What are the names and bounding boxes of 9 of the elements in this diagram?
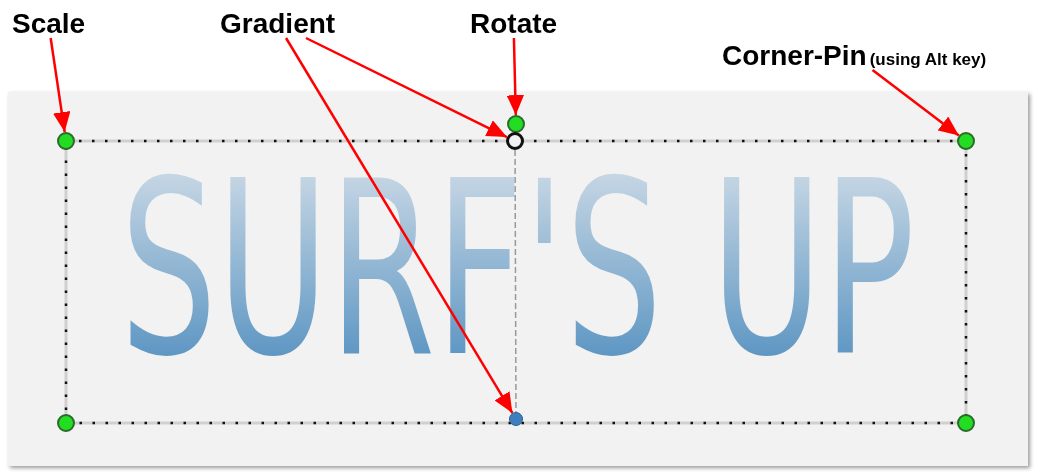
- leader-arrow: [49, 37, 71, 133]
- callout-note: (using Alt key): [869, 51, 987, 68]
- callout-label: Corner-Pin: [722, 42, 867, 70]
- callout-label: Rotate: [470, 10, 558, 38]
- leader-arrow: [871, 69, 960, 137]
- callout-label: Gradient: [220, 10, 336, 38]
- callout-label: Scale: [12, 10, 86, 38]
- leader-arrow: [305, 36, 508, 139]
- leader-arrow: [506, 37, 525, 116]
